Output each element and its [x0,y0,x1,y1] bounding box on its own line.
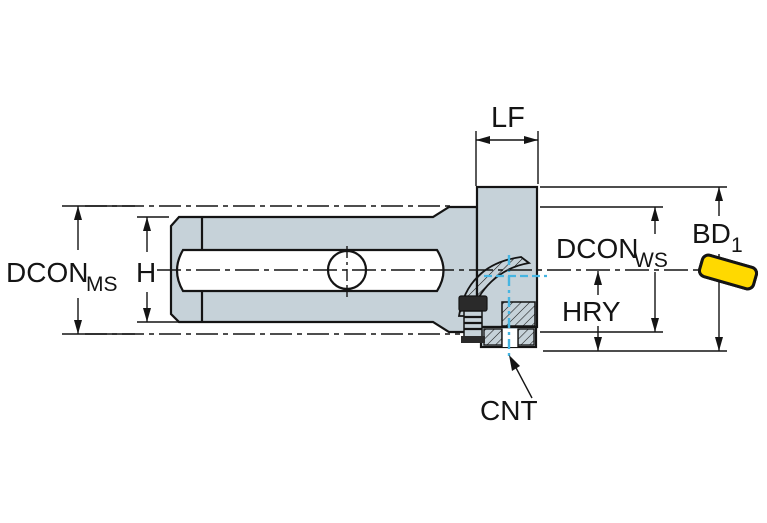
label-bd1: BD [692,218,731,249]
arrow-down [74,320,82,334]
clamp-screw [458,295,488,343]
label-dcon-ws-sub: WS [634,249,668,272]
label-h: H [136,257,156,288]
dim-hry: HRY [543,271,727,352]
arrow-up [651,207,659,221]
label-hry: HRY [562,296,621,327]
arrow-down [143,308,151,322]
arrow-up [715,187,723,201]
coolant-channel [502,329,518,347]
dim-h: H [136,216,182,323]
arrow-up [143,217,151,231]
cutting-insert-overlay [697,253,759,291]
insert-shape-top [697,253,759,291]
clamp-section-hatch-left [483,328,503,346]
dim-dcon-ws: DCON WS [540,206,668,333]
label-dcon-ws: DCON [556,233,638,264]
clamp-section-hatch-right [517,328,535,346]
clamp-body-hatch [501,301,536,327]
label-lf: LF [491,102,525,134]
tool-head [457,185,547,356]
axis-lines [85,205,460,335]
screw-head [458,295,488,312]
dim-dcon-ms: DCON MS [6,205,135,335]
internal-bore [175,248,445,293]
arrow-right [524,136,538,144]
label-dcon-ms: DCON [6,257,88,288]
arrow-up [594,271,602,285]
arrow-up [74,206,82,220]
leader-arrowhead [509,355,520,371]
label-cnt-group: CNT [480,355,538,426]
label-dcon-ms-sub: MS [86,273,118,296]
arrow-down [715,337,723,351]
arrow-down [651,318,659,332]
label-bd1-sub: 1 [731,234,743,257]
arrow-down [594,337,602,351]
dim-lf: LF [475,102,539,186]
screw-base [461,336,485,343]
arrow-left [476,136,490,144]
leader-line [513,363,533,399]
dim-bd1: BD 1 [540,186,743,351]
label-cnt: CNT [480,395,538,426]
